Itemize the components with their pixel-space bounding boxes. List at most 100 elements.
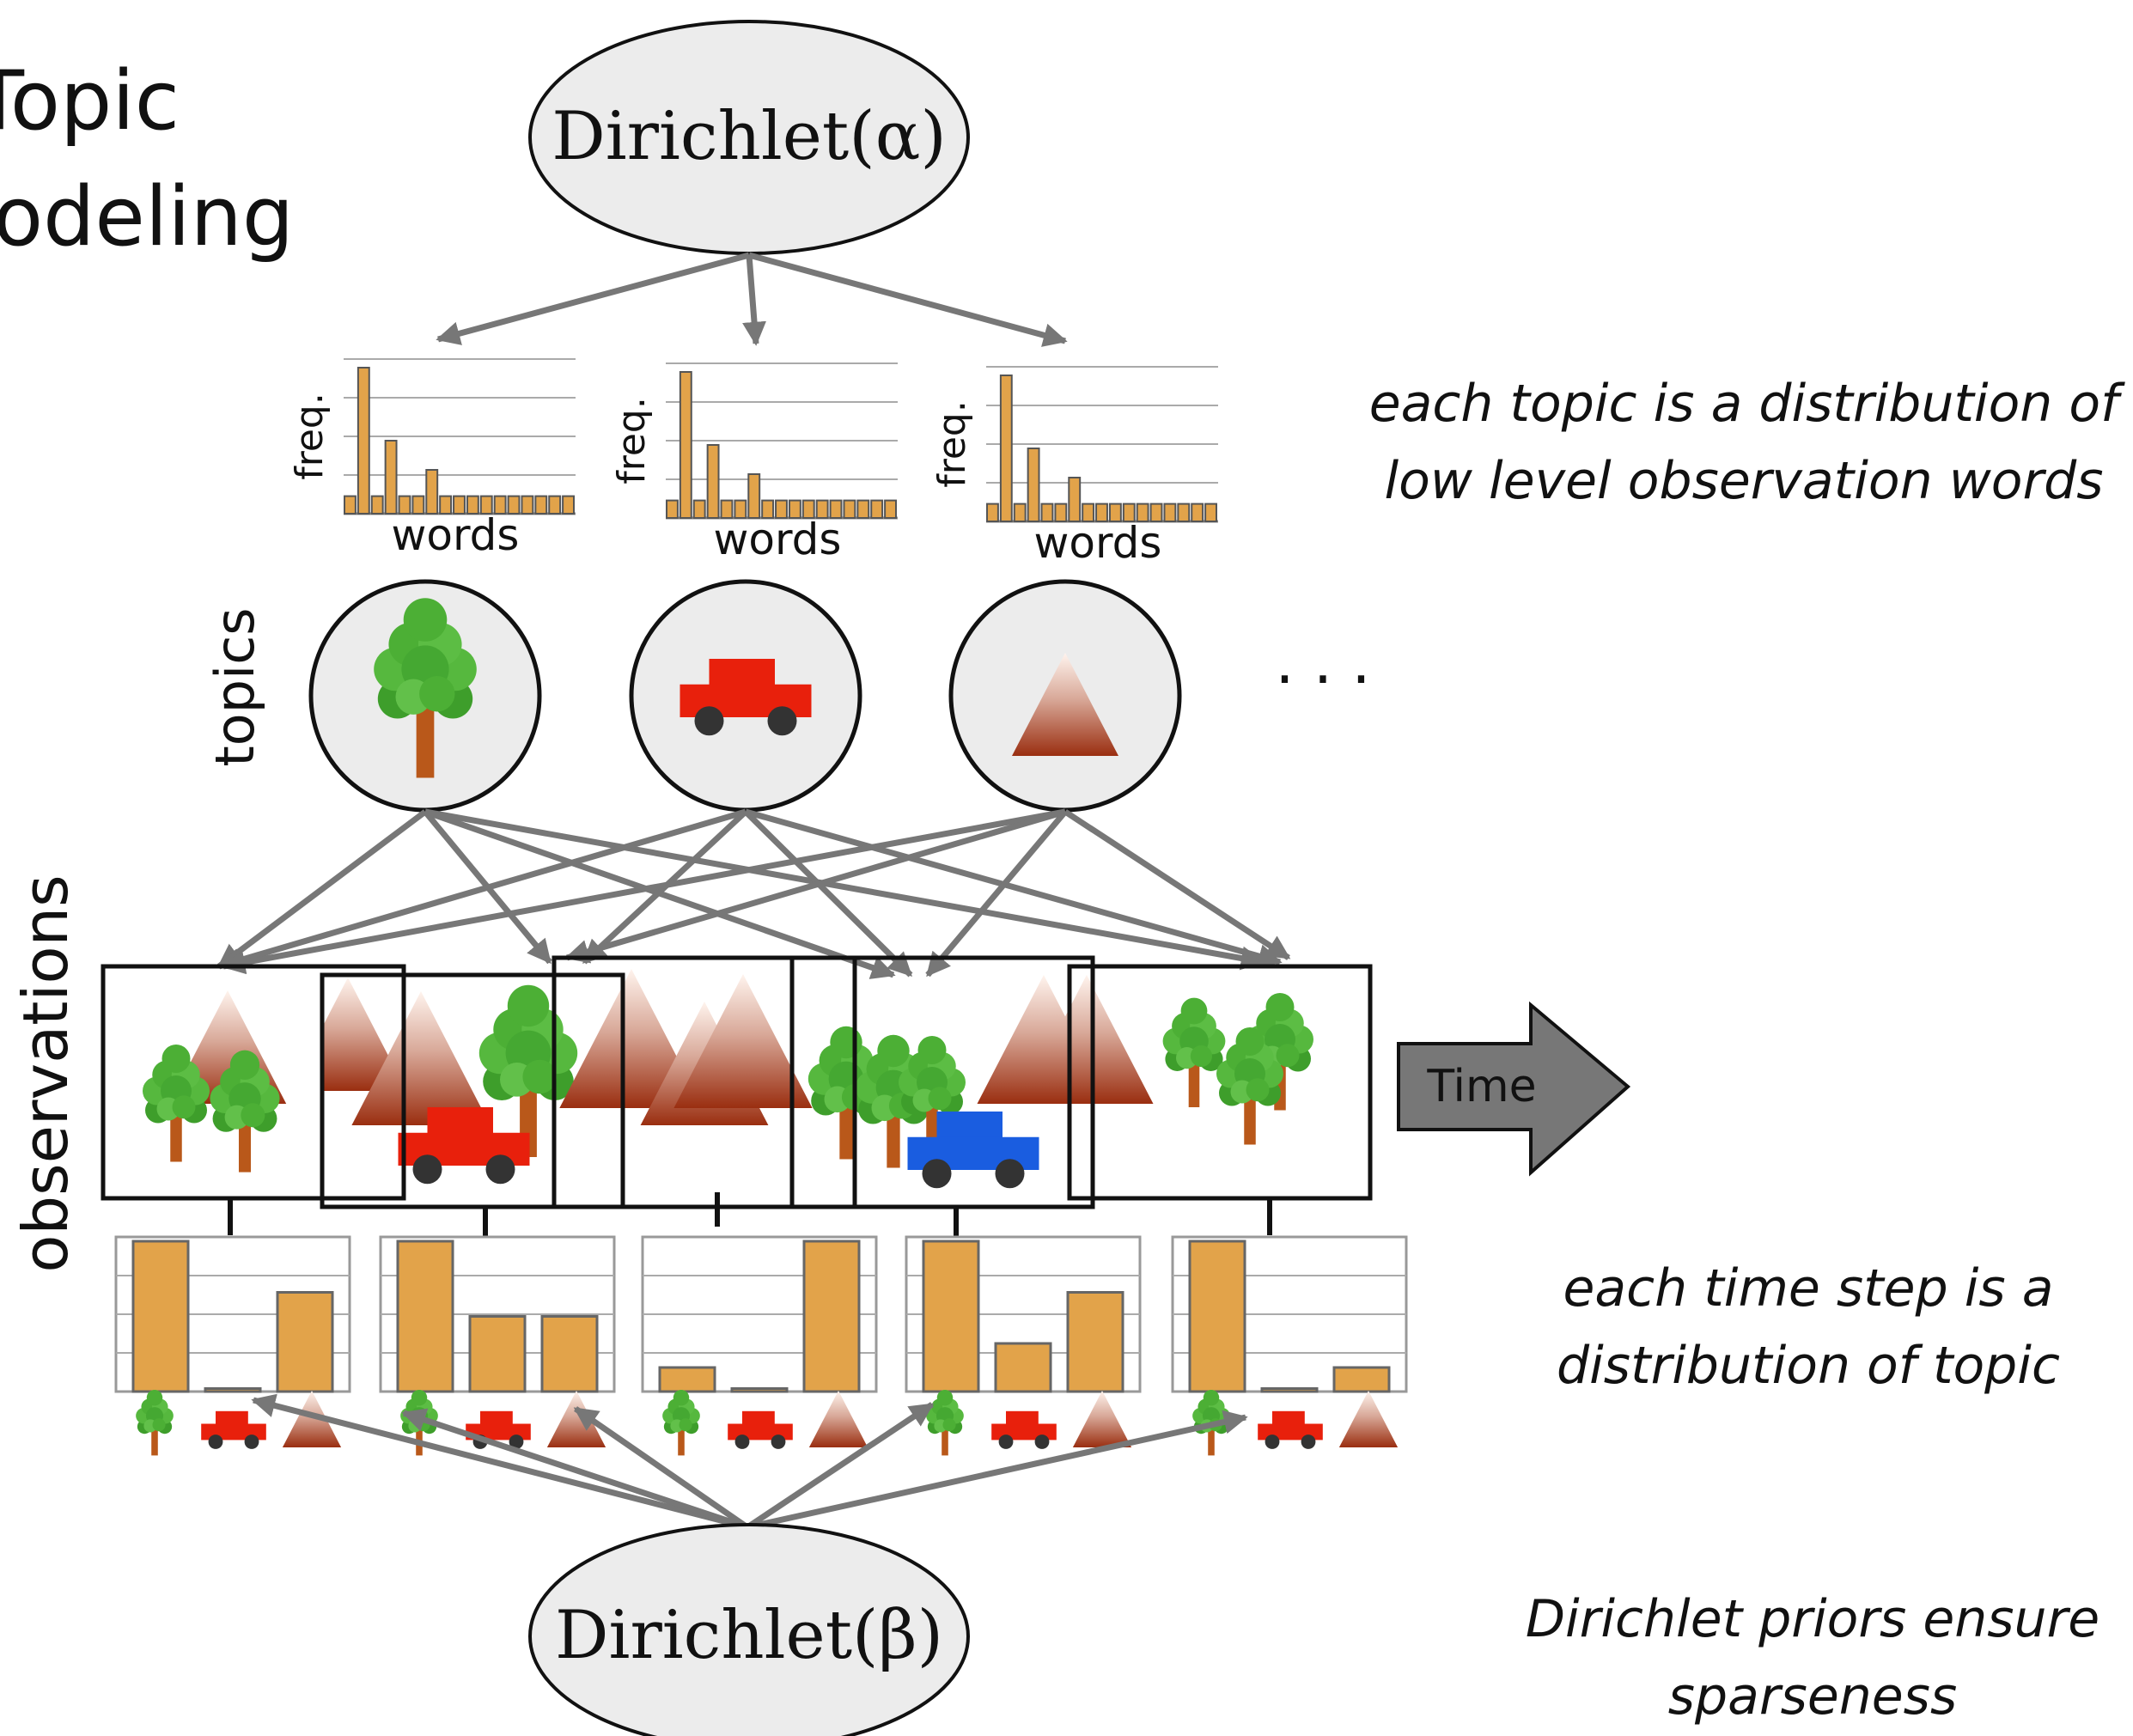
topic-proportion-bar — [276, 1291, 334, 1393]
word-bar — [1177, 503, 1191, 522]
topic-proportion-bar — [994, 1342, 1052, 1393]
words-axis-label: words — [392, 510, 520, 560]
beta-arrows — [251, 1393, 1248, 1531]
topic-proportion-bar — [468, 1315, 527, 1393]
dirichlet-alpha-label: Dirichlet(α) — [552, 98, 947, 175]
words-axis-label: words — [714, 515, 842, 564]
word-bar — [1163, 503, 1177, 522]
word-bar — [1149, 503, 1163, 522]
more-topics-ellipsis: · · · — [1275, 644, 1370, 715]
topic-proportion-bar — [730, 1387, 789, 1393]
frame-to-chart-connectors — [228, 1192, 1272, 1237]
topic-node-mountain — [948, 579, 1182, 813]
word-bar — [1054, 503, 1068, 522]
car-icon — [991, 1410, 1057, 1449]
alpha-arrows — [436, 252, 1068, 347]
word-bar — [1136, 503, 1149, 522]
tree-icon — [662, 1389, 700, 1456]
topic-proportion-bar — [131, 1240, 190, 1393]
topic-proportion-bar — [1260, 1387, 1319, 1393]
time-step-chart-2 — [379, 1235, 616, 1456]
topic-to-observation-arrow — [745, 808, 1283, 968]
time-note-line-2: distribution of topic — [1557, 1336, 2060, 1396]
topic-proportion-bar — [1066, 1291, 1124, 1393]
car-icon — [728, 1410, 793, 1449]
freq-axis-label: freq. — [288, 393, 332, 480]
word-bar — [439, 495, 453, 515]
word-bar — [534, 495, 548, 515]
word-bar — [801, 499, 815, 519]
time-step-chart-4 — [905, 1235, 1142, 1456]
word-bar — [344, 495, 357, 515]
word-bar — [884, 499, 898, 519]
time-step-chart-5 — [1171, 1235, 1408, 1456]
observation-frame-4 — [789, 955, 1095, 1209]
word-bar — [384, 440, 398, 515]
word-histogram-3: freq. words — [930, 366, 1218, 568]
topic-to-observation-arrows — [216, 808, 1291, 979]
word-bar — [1082, 503, 1095, 522]
word-bar — [856, 499, 870, 519]
word-bar — [788, 499, 801, 519]
observation-frame-5 — [1067, 964, 1373, 1201]
car-icon — [1258, 1410, 1323, 1449]
time-step-chart-1 — [114, 1235, 351, 1456]
word-histogram-2: freq.words — [610, 362, 898, 564]
word-bar — [734, 499, 747, 519]
word-histogram-1: freq. words — [288, 358, 576, 560]
word-bar — [815, 499, 829, 519]
word-bar — [720, 499, 734, 519]
word-bar — [370, 495, 384, 515]
word-bar — [466, 495, 479, 515]
word-bar — [692, 499, 706, 519]
word-bar — [1122, 503, 1136, 522]
word-bar — [453, 495, 466, 515]
topic-to-observation-arrow — [216, 809, 428, 969]
topic-proportion-bar — [540, 1315, 599, 1393]
observations-axis-label: observations — [9, 874, 82, 1272]
tree-icon — [926, 1389, 964, 1456]
prior-note-line-1: Dirichlet priors ensure — [1526, 1589, 2099, 1649]
topic-proportion-bar — [922, 1240, 980, 1393]
dirichlet-beta-label: Dirichlet(β) — [555, 1597, 943, 1674]
topic-note: each topic is a distribution of low leve… — [1369, 374, 2125, 511]
time-note-line-1: each time step is a — [1563, 1258, 2053, 1319]
word-bar — [1027, 448, 1040, 522]
mountain-icon — [1072, 1391, 1132, 1447]
topic-node-car — [629, 579, 862, 813]
topic-to-observation-arrow — [564, 808, 1066, 964]
topic-proportion-bar — [396, 1240, 454, 1393]
word-bar — [1204, 503, 1218, 522]
time-step-chart-3 — [641, 1235, 878, 1456]
word-bar — [1095, 503, 1108, 522]
topic-node-tree — [308, 579, 542, 813]
word-bar — [521, 495, 534, 515]
word-bar — [747, 473, 761, 519]
word-bar — [425, 469, 439, 515]
word-bar — [411, 495, 425, 515]
word-bar — [666, 499, 679, 519]
topic-to-observation-arrow — [424, 808, 1265, 971]
topic-to-observation-arrow — [1063, 809, 1291, 960]
freq-axis-label: freq. — [930, 400, 974, 488]
topic-note-line-1: each topic is a distribution of — [1369, 374, 2125, 434]
word-bar — [507, 495, 521, 515]
topic-proportion-bar — [802, 1240, 861, 1393]
dirichlet-alpha-node: Dirichlet(α) — [528, 20, 970, 255]
tree-icon — [136, 1389, 174, 1456]
time-arrow: Time — [1397, 1001, 1631, 1177]
word-bar — [1068, 477, 1082, 522]
car-icon — [201, 1410, 266, 1449]
title-line-2: odeling — [0, 170, 294, 265]
words-axis-label: words — [1034, 518, 1162, 568]
word-bar — [1013, 503, 1027, 522]
observation-frame-2 — [320, 972, 625, 1209]
word-bar — [479, 495, 493, 515]
word-bar — [986, 503, 999, 522]
time-step-note: each time step is a distribution of topi… — [1557, 1258, 2060, 1396]
topics-axis-label: topics — [204, 607, 266, 766]
observation-3-scene — [559, 969, 813, 1125]
word-bar — [1040, 503, 1054, 522]
word-bar — [1108, 503, 1122, 522]
